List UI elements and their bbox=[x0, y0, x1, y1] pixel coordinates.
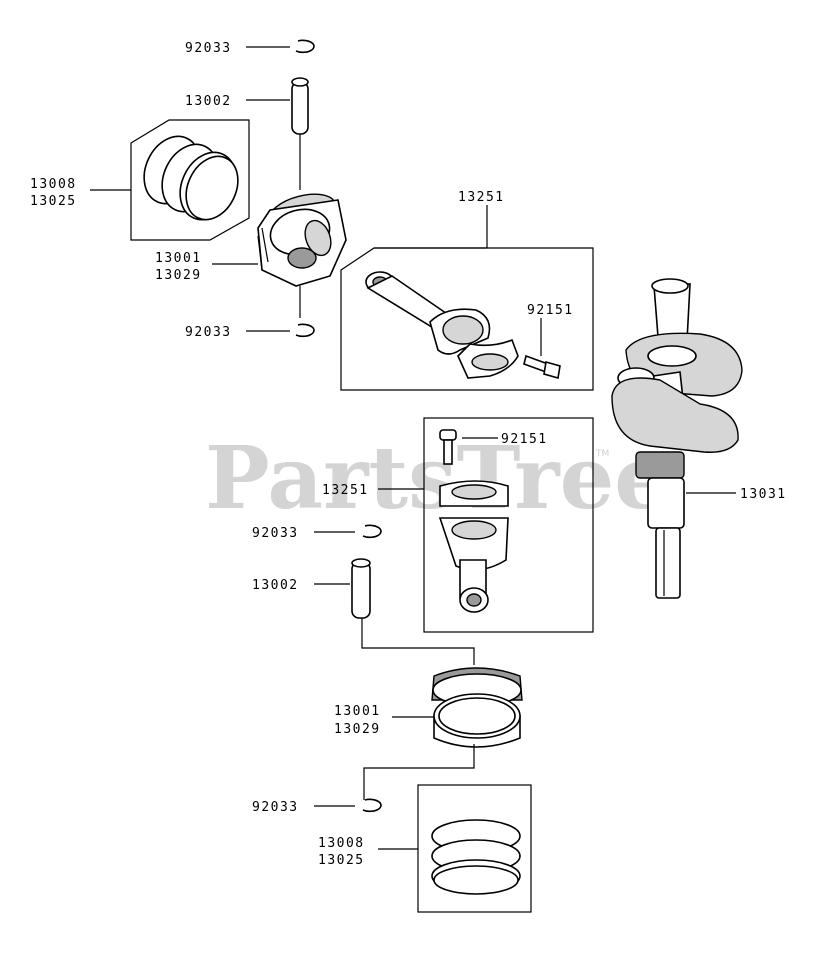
crankshaft[interactable] bbox=[611, 278, 743, 599]
piston-rings-top-set[interactable] bbox=[130, 119, 250, 241]
label-92151-bottom[interactable]: 92151 bbox=[501, 432, 548, 447]
label-13008-top[interactable]: 13008 bbox=[30, 177, 77, 192]
piston-bottom[interactable] bbox=[363, 667, 523, 800]
label-13001-top[interactable]: 13001 bbox=[155, 251, 202, 266]
label-92033-top-2[interactable]: 92033 bbox=[185, 325, 232, 340]
label-13002-bottom[interactable]: 13002 bbox=[252, 578, 299, 593]
piston-top[interactable] bbox=[257, 188, 347, 318]
label-92033-bottom-2[interactable]: 92033 bbox=[252, 800, 299, 815]
watermark-text: PartsTree bbox=[205, 428, 669, 529]
label-13251-top[interactable]: 13251 bbox=[458, 190, 505, 205]
conrod-bolt-top[interactable] bbox=[523, 354, 561, 380]
label-13251-bottom[interactable]: 13251 bbox=[322, 483, 369, 498]
label-13029-bottom[interactable]: 13029 bbox=[334, 722, 381, 737]
label-13025-top[interactable]: 13025 bbox=[30, 194, 77, 209]
label-13031-crankshaft[interactable]: 13031 bbox=[740, 487, 787, 502]
label-92033-bottom-1[interactable]: 92033 bbox=[252, 526, 299, 541]
label-13025-bottom[interactable]: 13025 bbox=[318, 853, 365, 868]
label-92033-top-1[interactable]: 92033 bbox=[185, 41, 232, 56]
circlip-bottom-1[interactable] bbox=[314, 524, 382, 539]
circlip-bottom-2[interactable] bbox=[314, 798, 382, 813]
label-13029-top[interactable]: 13029 bbox=[155, 268, 202, 283]
piston-pin-top[interactable] bbox=[246, 77, 309, 190]
label-92151-top[interactable]: 92151 bbox=[527, 303, 574, 318]
conrod-bolt-bottom[interactable] bbox=[439, 429, 457, 465]
watermark-trademark: TM bbox=[595, 449, 609, 459]
label-13008-bottom[interactable]: 13008 bbox=[318, 836, 365, 851]
label-13001-bottom[interactable]: 13001 bbox=[334, 704, 381, 719]
piston-pin-bottom[interactable] bbox=[314, 558, 475, 665]
label-13002-top[interactable]: 13002 bbox=[185, 94, 232, 109]
circlip-top-1[interactable] bbox=[246, 39, 315, 54]
connecting-rod-bottom-set[interactable] bbox=[423, 417, 594, 633]
piston-rings-bottom-set[interactable] bbox=[417, 784, 532, 913]
circlip-top-2[interactable] bbox=[246, 323, 315, 338]
connecting-rod-top-set[interactable] bbox=[340, 247, 594, 391]
watermark: PartsTree TM bbox=[205, 428, 669, 529]
